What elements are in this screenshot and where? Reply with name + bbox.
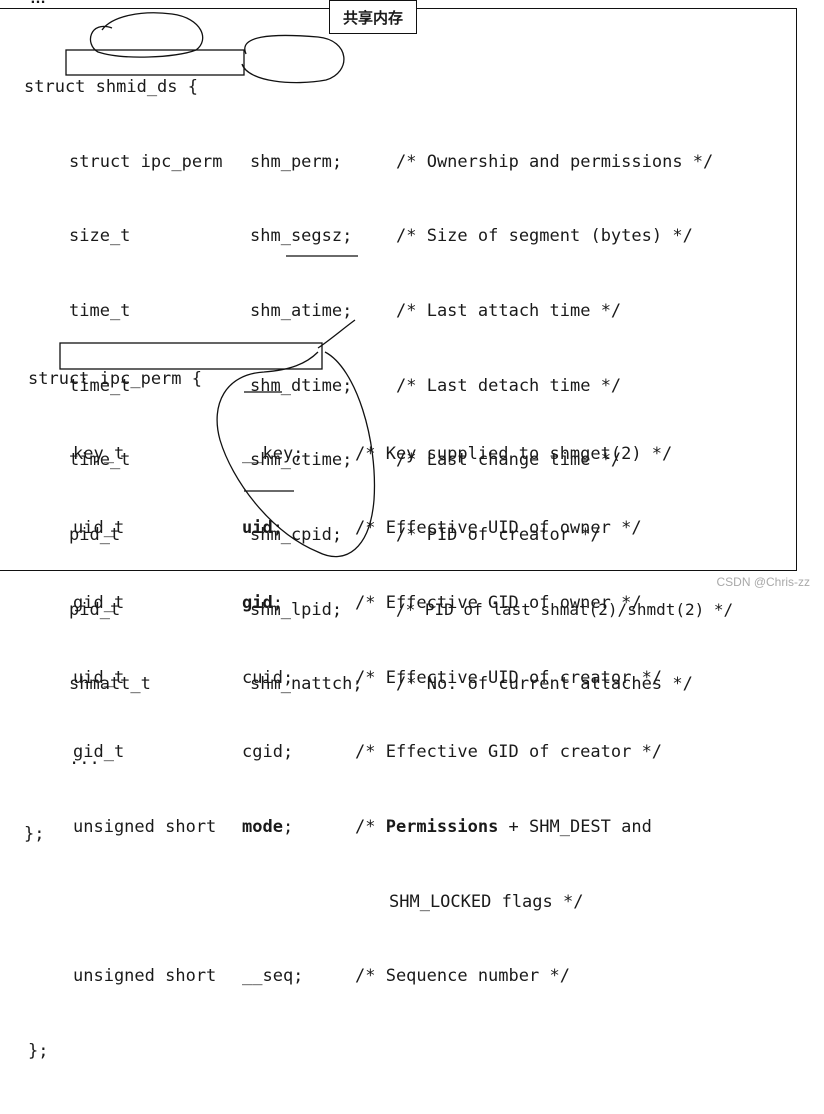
field-name: cgid;	[242, 742, 294, 763]
field-name-rest: ;	[272, 518, 283, 539]
field-comment: /* Sequence number */	[355, 966, 570, 987]
comment-suffix: + SHM_DEST and	[498, 817, 652, 838]
field-name-rest: ;	[282, 817, 294, 838]
ipc-perm-row: uid_t uid; /* Effective UID of owner */	[28, 516, 798, 541]
field-name: shm_segsz;	[250, 226, 353, 247]
field-type: time_t	[69, 375, 131, 396]
field-type: pid_t	[69, 525, 121, 546]
field-comment: /* Effective UID of owner */	[355, 518, 642, 539]
field-comment: /* Last change time */	[396, 450, 622, 471]
field-comment: /* Last attach time */	[396, 300, 622, 321]
field-name-rest: ;	[272, 592, 283, 613]
field-name: cuid;	[242, 667, 294, 688]
field-comment: /* Key supplied to shmget(2) */	[355, 443, 673, 464]
field-name-bold: gid	[242, 592, 273, 613]
ipc-perm-open: struct ipc_perm {	[28, 367, 798, 392]
field-name: __seq;	[242, 966, 304, 987]
ipc-perm-row: unsigned short mode; /* Permissions + SH…	[28, 815, 798, 840]
ipc-perm-header: struct ipc_perm {	[28, 368, 202, 389]
ipc-perm-row: uid_t cuid; /* Effective UID of creator …	[28, 666, 798, 691]
shmid-ds-header: struct shmid_ds {	[24, 76, 198, 97]
field-name: shm_atime;	[250, 300, 353, 321]
field-type: struct ipc_perm	[69, 151, 223, 172]
field-comment: /* Effective UID of creator */	[355, 667, 663, 688]
shmid-ds-open: struct shmid_ds {	[24, 75, 804, 100]
ipc-perm-block: struct ipc_perm { key_t __key; /* Key su…	[28, 317, 798, 1089]
field-comment: /* Ownership and permissions */	[396, 151, 714, 172]
field-type: uid_t	[73, 667, 125, 688]
ipc-perm-row: key_t __key; /* Key supplied to shmget(2…	[28, 442, 798, 467]
watermark: CSDN @Chris-zz	[716, 575, 810, 589]
field-name: __key;	[242, 443, 304, 464]
field-name: mode;	[242, 815, 293, 840]
field-name: uid;	[242, 516, 283, 541]
field-type: uid_t	[73, 518, 125, 539]
ipc-perm-row: gid_t cgid; /* Effective GID of creator …	[28, 740, 798, 765]
closing-brace: };	[28, 1041, 49, 1062]
field-comment: /* Size of segment (bytes) */	[396, 226, 693, 247]
field-name-bold: mode	[242, 817, 283, 838]
field-type: unsigned short	[73, 817, 217, 838]
field-type: unsigned short	[73, 966, 217, 987]
field-comment: /* Permissions + SHM_DEST and	[355, 815, 652, 840]
ipc-perm-close: };	[28, 1039, 798, 1064]
cropped-heading: …	[30, 0, 46, 8]
field-type: size_t	[69, 226, 131, 247]
field-comment: /* Effective GID of creator */	[355, 742, 663, 763]
field-type: time_t	[69, 450, 131, 471]
field-type: gid_t	[73, 742, 125, 763]
comment-prefix: /*	[355, 817, 386, 838]
shmid-ds-row: size_t shm_segsz; /* Size of segment (by…	[24, 224, 804, 249]
shmid-ds-row: struct ipc_perm shm_perm; /* Ownership a…	[24, 150, 804, 175]
ipc-perm-row: unsigned short __seq; /* Sequence number…	[28, 964, 798, 989]
comment-continuation: SHM_LOCKED flags */	[389, 891, 584, 912]
shared-memory-tag: 共享内存	[329, 0, 417, 34]
field-name: shm_perm;	[250, 151, 343, 172]
field-type: time_t	[69, 300, 131, 321]
field-comment: /* Last detach time */	[396, 375, 622, 396]
ipc-perm-row-continuation: SHM_LOCKED flags */	[28, 890, 798, 915]
shmid-ds-row: time_t shm_atime; /* Last attach time */	[24, 299, 804, 324]
field-name-bold: uid	[242, 518, 273, 539]
comment-bold: Permissions	[385, 817, 499, 838]
field-type: key_t	[73, 443, 125, 464]
field-comment: /* PID of creator */	[396, 525, 601, 546]
